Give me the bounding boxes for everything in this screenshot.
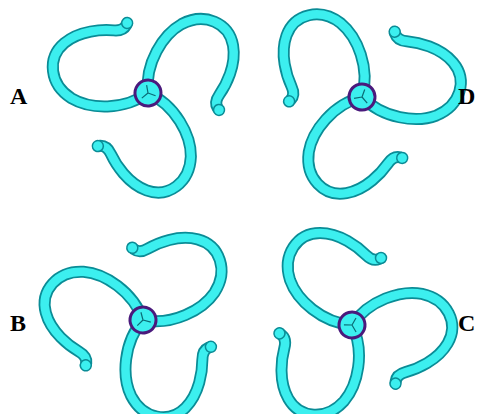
figure-letter: D	[458, 84, 475, 108]
propeller-a	[31, 0, 258, 221]
propeller-b	[29, 200, 270, 414]
propeller-c	[208, 190, 480, 414]
figure-letter: B	[10, 311, 26, 335]
figure-letter: A	[10, 84, 27, 108]
figure-letter: C	[458, 311, 475, 335]
propeller-d	[237, 0, 490, 237]
